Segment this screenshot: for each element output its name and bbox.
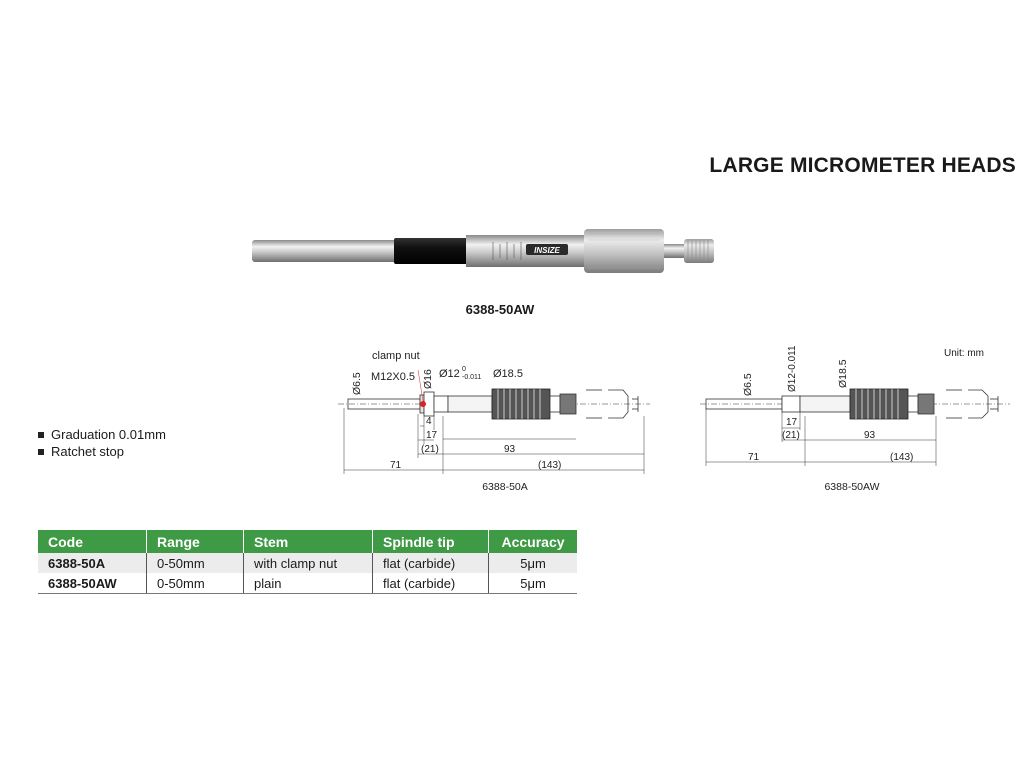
dim-17: 17 <box>786 417 798 428</box>
dim-143: (143) <box>538 460 561 471</box>
cell-code: 6388-50A <box>38 553 147 573</box>
dim-71: 71 <box>390 460 402 471</box>
photo-caption: 6388-50AW <box>465 302 535 317</box>
table-row: 6388-50AW 0-50mm plain flat (carbide) 5μ… <box>38 573 577 594</box>
drawing-caption: 6388-50AW <box>824 481 879 493</box>
dim-4: 4 <box>426 416 432 427</box>
table-row: 6388-50A 0-50mm with clamp nut flat (car… <box>38 553 577 573</box>
clamp-diameter-label: Ø16 <box>422 369 434 389</box>
brand-logo: INSIZE <box>526 244 568 255</box>
thimble-diameter-label: Ø18.5 <box>837 359 849 388</box>
col-header-spindle-tip: Spindle tip <box>372 530 489 553</box>
dim-93: 93 <box>864 430 876 441</box>
ratchet-stop <box>684 239 714 263</box>
sleeve-tolerance-lower: -0.011 <box>462 374 481 381</box>
spec-table: Code Range Stem Spindle tip Accuracy 638… <box>38 530 577 594</box>
feature-text: Ratchet stop <box>51 444 124 459</box>
drawing-6388-50A: clamp nut M12X0.5 Ø6.5 Ø16 Ø12 0 -0.011 … <box>338 350 650 493</box>
bullet-icon <box>38 448 44 455</box>
cell-range: 0-50mm <box>146 553 244 573</box>
cell-spindle-tip: flat (carbide) <box>372 553 489 573</box>
feature-item: Graduation 0.01mm <box>38 426 166 443</box>
unit-label: Unit: mm <box>944 348 984 359</box>
stem-diameter-label: Ø6.5 <box>351 372 363 395</box>
table-header-row: Code Range Stem Spindle tip Accuracy <box>38 530 577 553</box>
spindle <box>252 240 402 262</box>
stem-grip <box>394 238 468 264</box>
dim-17: 17 <box>426 430 438 441</box>
thimble-diameter-label: Ø18.5 <box>493 368 523 380</box>
clamp-nut-marker <box>420 401 426 407</box>
dim-71: 71 <box>748 452 760 463</box>
micrometer-photo: INSIZE <box>252 229 714 273</box>
dim-21: (21) <box>421 444 439 455</box>
ratchet-neck <box>664 244 684 258</box>
feature-item: Ratchet stop <box>38 443 166 460</box>
drawing-caption: 6388-50A <box>482 481 528 493</box>
cell-spindle-tip: flat (carbide) <box>372 573 489 594</box>
thread-label: M12X0.5 <box>371 371 415 383</box>
cell-range: 0-50mm <box>146 573 244 594</box>
clamp-nut-label: clamp nut <box>372 350 420 362</box>
sleeve-diameter-label: Ø12 <box>439 368 460 380</box>
dim-143: (143) <box>890 452 913 463</box>
feature-list: Graduation 0.01mm Ratchet stop <box>38 426 166 460</box>
dim-21: (21) <box>782 430 800 441</box>
cell-stem: with clamp nut <box>243 553 373 573</box>
col-header-stem: Stem <box>243 530 373 553</box>
page-title: LARGE MICROMETER HEADS <box>709 154 1016 177</box>
col-header-range: Range <box>146 530 244 553</box>
thimble <box>584 229 664 273</box>
feature-text: Graduation 0.01mm <box>51 427 166 442</box>
bullet-icon <box>38 431 44 438</box>
drawing-6388-50AW: Ø6.5 Ø12-0.011 Ø18.5 17 (21) 93 71 (143)… <box>700 346 1010 493</box>
sleeve-tolerance-upper: 0 <box>462 366 466 373</box>
svg-text:INSIZE: INSIZE <box>534 246 560 255</box>
cell-accuracy: 5μm <box>488 573 577 594</box>
col-header-code: Code <box>38 530 147 553</box>
stem-diameter-label: Ø6.5 <box>742 373 754 396</box>
cell-stem: plain <box>243 573 373 594</box>
dim-93: 93 <box>504 444 516 455</box>
sleeve-diameter-label: Ø12-0.011 <box>787 346 798 392</box>
col-header-accuracy: Accuracy <box>488 530 577 553</box>
cell-code: 6388-50AW <box>38 573 147 594</box>
cell-accuracy: 5μm <box>488 553 577 573</box>
